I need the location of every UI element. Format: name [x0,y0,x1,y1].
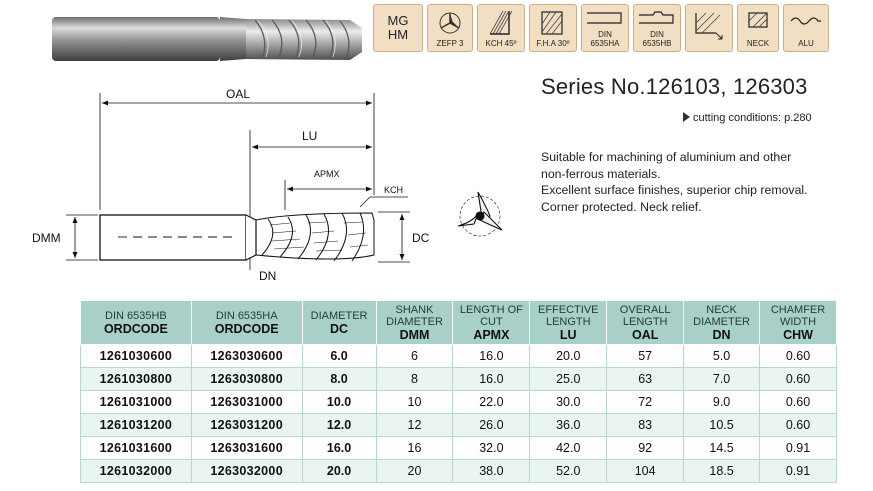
table-cell: 16.0 [452,344,531,368]
table-cell: 32.0 [452,436,531,460]
label-apmx: APMX [314,169,340,179]
table-cell: 10 [375,390,454,414]
table-cell: 18.5 [683,459,761,483]
table-cell: 14.5 [683,436,761,460]
table-cell: 10.0 [301,390,377,414]
ordcode-cell: 1263032000 [190,459,303,483]
hm-label: HM [387,27,409,42]
arrow-right-icon [683,112,690,122]
ordcode-cell: 1263031000 [190,390,303,414]
ordcode-cell: 1261031000 [80,390,192,414]
ordcode-cell: 1261031200 [80,413,192,437]
label-dc: DC [412,231,430,245]
table-cell: 5.0 [683,344,761,368]
ordcode-cell: 1263031200 [190,413,303,437]
table-cell: 16.0 [301,436,377,460]
ordcode-cell: 1261032000 [80,459,192,483]
mg-hm-badge: MG HM [373,4,423,52]
table-cell: 6 [375,344,454,368]
table-cell: 63 [606,367,685,391]
zefp-icon: ZEFP 3 [427,4,473,52]
table-cell: 16 [375,436,454,460]
table-cell: 8.0 [301,367,377,391]
label-lu: LU [302,129,318,143]
table-cell: 20.0 [529,344,608,368]
ordcode-cell: 1261030600 [80,344,192,368]
technical-drawing [66,93,503,270]
series-title: Series No.126103, 126303 [541,74,808,99]
table-cell: 25.0 [529,367,608,391]
table-cell: 12.0 [301,413,377,437]
table-cell: 57 [606,344,685,368]
cutting-conditions-link[interactable]: cutting conditions: p.280 [683,112,812,124]
table-cell: 72 [606,390,685,414]
corner-protection-icon [685,4,733,52]
table-cell: 9.0 [683,390,761,414]
ordcode-cell: 1261031600 [80,436,192,460]
fha-icon: F.H.A 30º [529,4,577,52]
table-cell: 26.0 [452,413,531,437]
table-cell: 22.0 [452,390,531,414]
table-cell: 104 [606,459,685,483]
table-cell: 0.60 [759,344,837,368]
table-cell: 0.91 [759,436,837,460]
label-dn: DN [259,269,277,283]
table-cell: 20.0 [301,459,377,483]
ordcode-cell: 1263030800 [190,367,303,391]
table-cell: 8 [375,367,454,391]
end-mill-photo [52,17,362,61]
table-cell: 0.60 [759,390,837,414]
label-kch: KCH [384,185,404,195]
table-cell: 83 [606,413,685,437]
neck-icon: NECK [737,4,779,52]
ordcode-cell: 1263031600 [190,436,303,460]
label-dmm: DMM [32,231,61,245]
table-cell: 0.60 [759,413,837,437]
table-cell: 92 [606,436,685,460]
ordcode-cell: 1263030600 [190,344,303,368]
table-cell: 52.0 [529,459,608,483]
table-cell: 20 [375,459,454,483]
table-cell: 36.0 [529,413,608,437]
table-cell: 12 [375,413,454,437]
table-cell: 10.5 [683,413,761,437]
alu-icon: ALU [783,4,829,52]
table-cell: 7.0 [683,367,761,391]
table-cell: 16.0 [452,367,531,391]
mg-label: MG [387,13,409,28]
table-cell: 6.0 [301,344,377,368]
ordcode-cell: 1261030800 [80,367,192,391]
table-cell: 38.0 [452,459,531,483]
table-cell: 42.0 [529,436,608,460]
table-cell: 0.91 [759,459,837,483]
product-description: Suitable for machining of aluminium and … [541,150,808,214]
label-oal: OAL [226,87,251,101]
kch-icon: KCH 45º [477,4,525,52]
table-cell: 30.0 [529,390,608,414]
table-cell: 0.60 [759,367,837,391]
